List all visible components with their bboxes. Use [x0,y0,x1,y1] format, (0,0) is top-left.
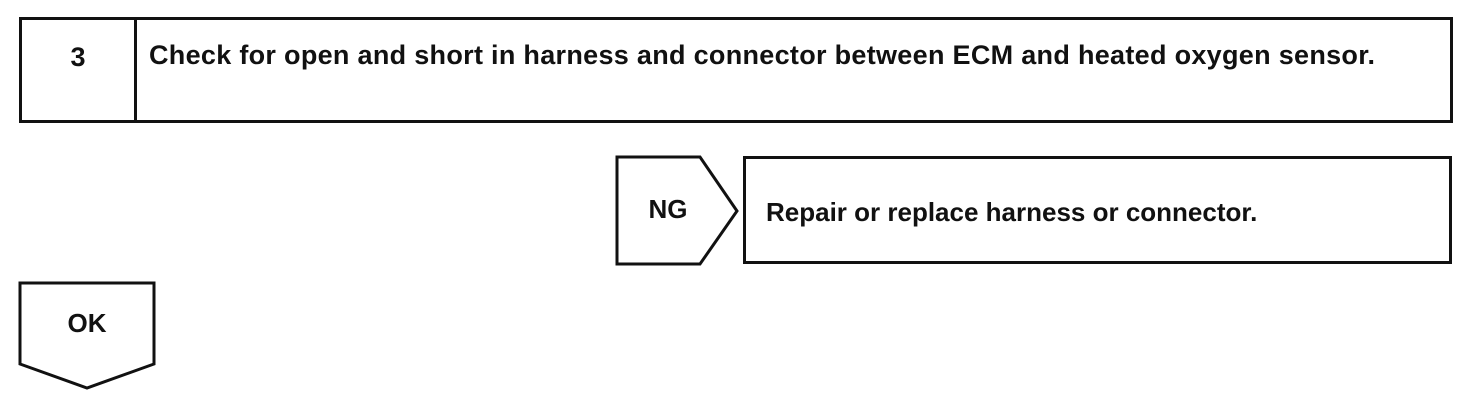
step-divider [134,20,137,120]
ng-arrow-shape [615,155,739,266]
ng-result-box: Repair or replace harness or connector. [743,156,1452,264]
step-instruction: Check for open and short in harness and … [149,40,1376,70]
ok-label: OK [67,308,107,338]
step-number: 3 [70,42,86,72]
ng-label: NG [648,194,688,224]
step-box: 3 Check for open and short in harness an… [19,17,1453,123]
ng-action-text: Repair or replace harness or connector. [766,197,1258,227]
ok-arrow-shape [18,281,156,390]
